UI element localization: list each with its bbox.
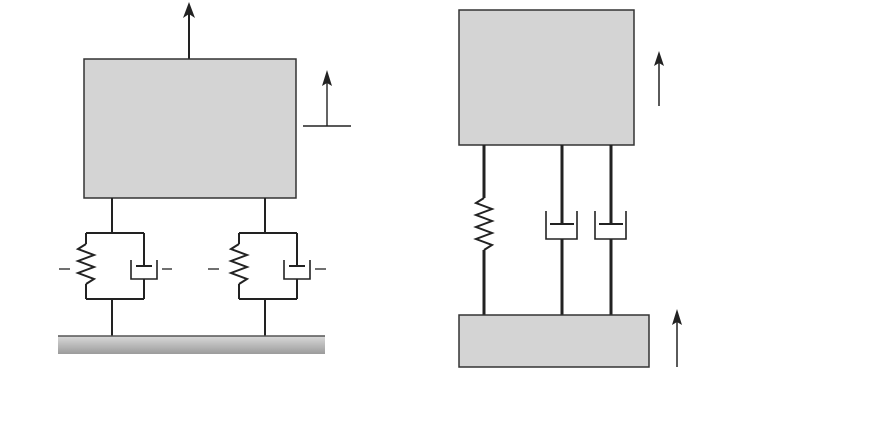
damper-icon: [284, 233, 310, 299]
spring-icon: [78, 233, 94, 299]
left-displacement-arrow-icon: [303, 70, 351, 126]
spring-icon: [231, 233, 247, 299]
right-lower-block: [459, 315, 649, 367]
left-mass-block: [84, 59, 296, 198]
spring-icon: [476, 145, 492, 315]
right-upper-arrow-icon: [654, 51, 664, 106]
left-unit-2: [208, 198, 326, 336]
left-force-arrow-icon: [183, 2, 195, 59]
damper-icon: [546, 145, 577, 315]
damper-icon: [131, 233, 157, 299]
right-upper-block: [459, 10, 634, 145]
left-system: [58, 2, 351, 354]
left-unit-1: [59, 198, 172, 336]
damper-icon: [595, 145, 626, 315]
ground: [58, 336, 325, 354]
right-lower-arrow-icon: [672, 309, 682, 367]
right-system: [459, 10, 682, 367]
